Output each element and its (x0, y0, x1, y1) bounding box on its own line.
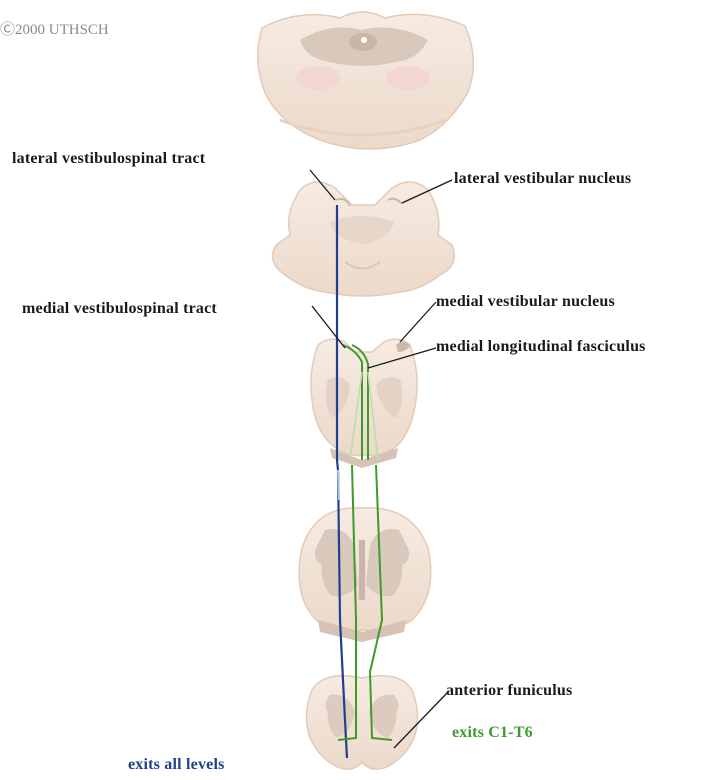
pons-section (258, 12, 474, 149)
label-medial-vestibulospinal-tract: medial vestibulospinal tract (22, 300, 217, 318)
copyright-notice: Ⓒ2000 UTHSCH (0, 18, 109, 39)
label-medial-vestibular-nucleus: medial vestibular nucleus (436, 293, 615, 311)
label-medial-longitudinal-fasciculus: medial longitudinal fasciculus (436, 338, 646, 356)
label-anterior-funiculus: anterior funiculus (446, 682, 572, 700)
label-exits-c1-t6: exits C1-T6 (452, 724, 533, 742)
medulla-upper-section (273, 182, 455, 296)
cervical-cord-section (299, 508, 431, 642)
label-exits-all-levels: exits all levels (128, 756, 225, 774)
label-lateral-vestibular-nucleus: lateral vestibular nucleus (454, 170, 631, 188)
lower-cord-section (306, 676, 417, 769)
label-lateral-vestibulospinal-tract: lateral vestibulospinal tract (12, 150, 205, 168)
